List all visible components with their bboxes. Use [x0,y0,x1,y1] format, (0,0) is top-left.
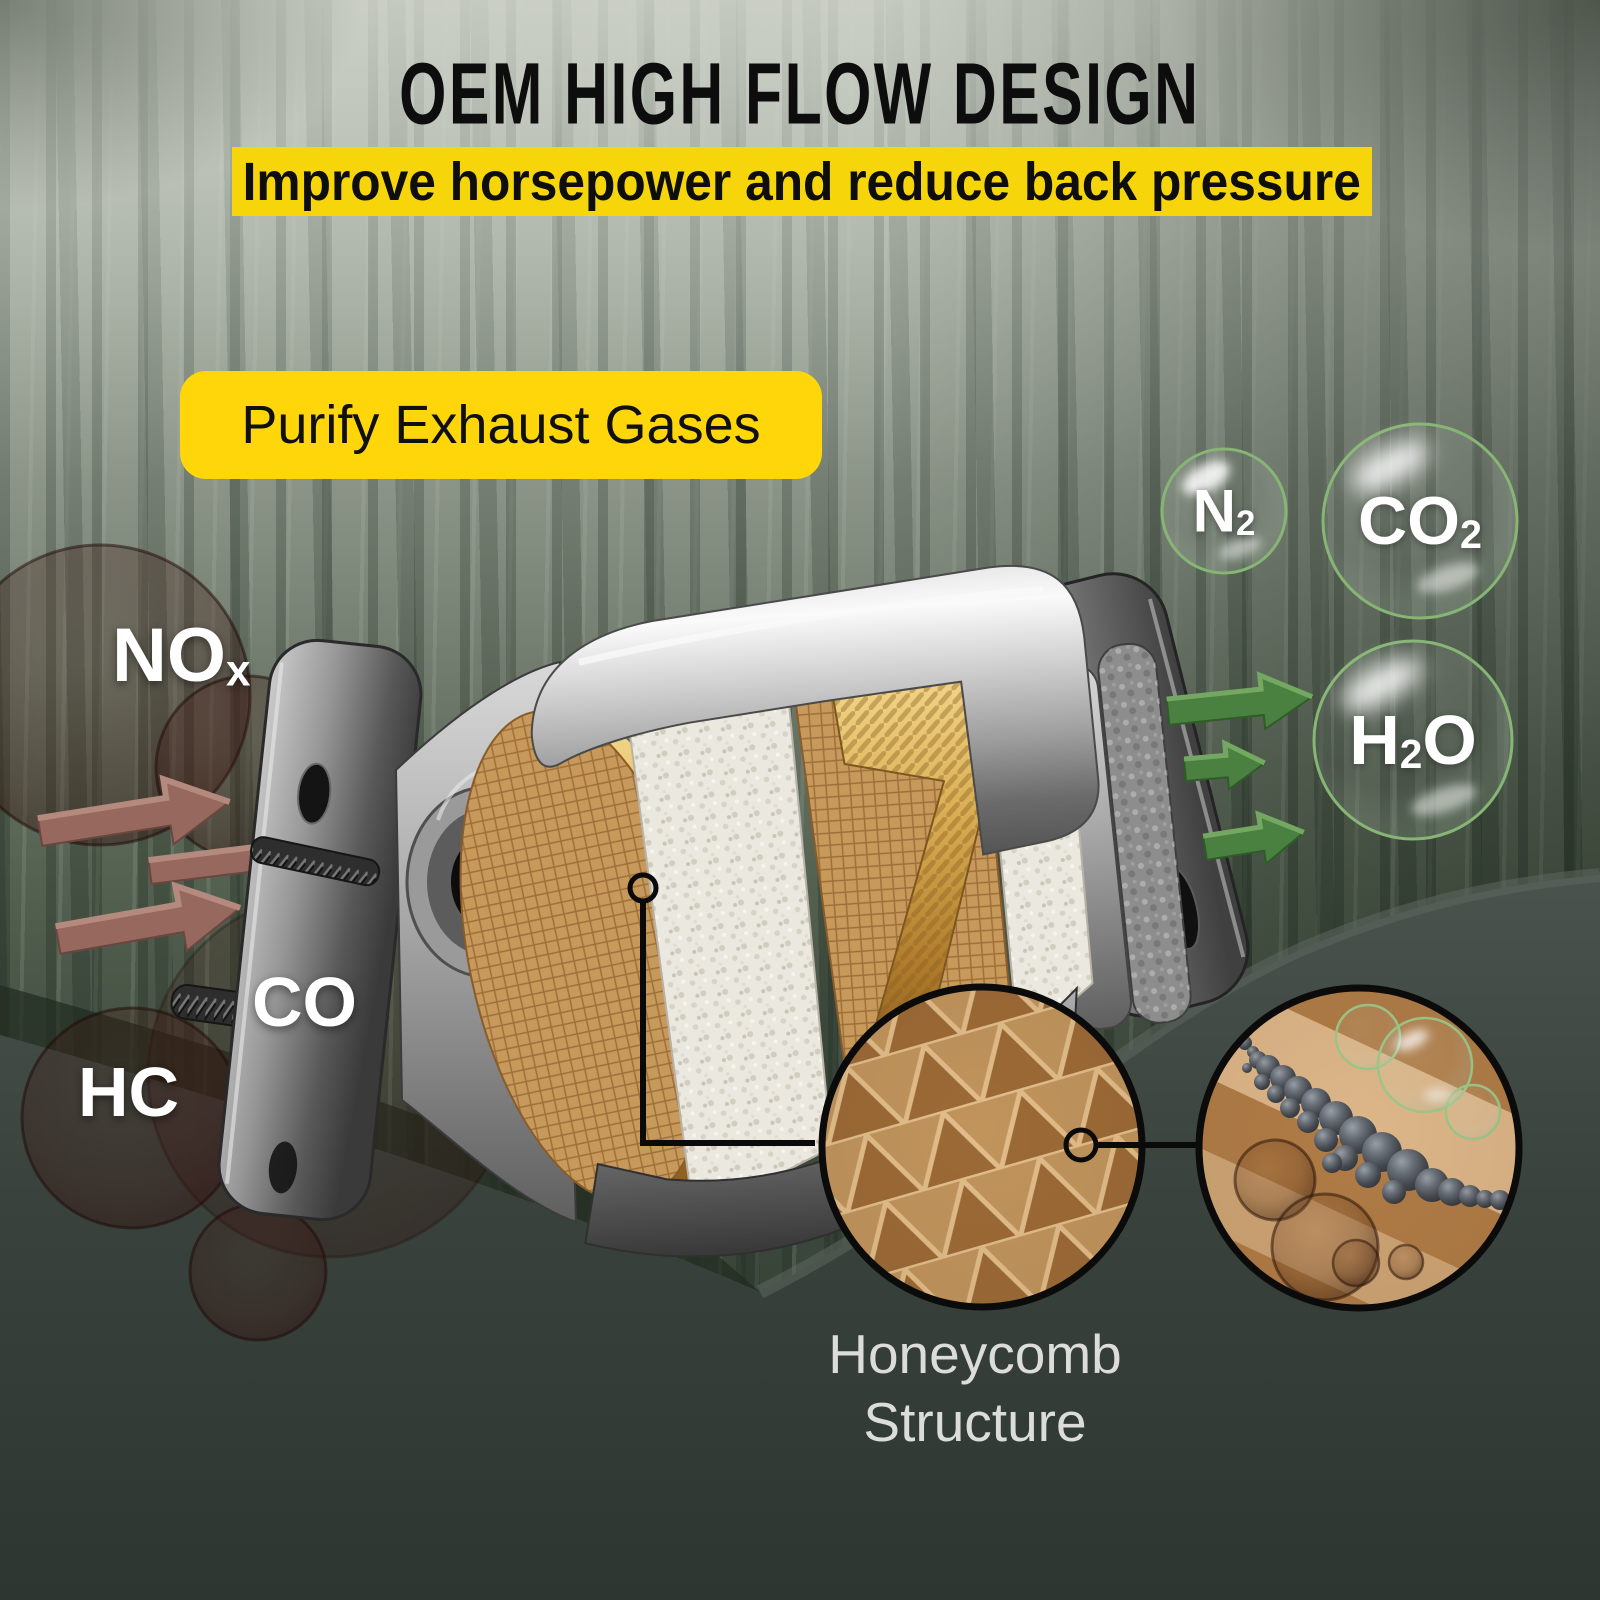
shell-bottom [584,985,1078,1258]
co2-bubble [1321,422,1519,620]
subtitle-banner: Improve horsepower and reduce back press… [232,147,1372,216]
label-co: CO [252,963,357,1041]
outlet-arrows [1165,671,1315,866]
label-hc: HC [78,1053,180,1131]
callout-leader [627,872,815,1146]
catalyst-zoom-circle [1195,984,1523,1312]
catalytic-converter [170,564,1250,1258]
label-co2: CO2 [1358,483,1482,559]
flange-bolt [250,836,381,887]
page-title: OEM HIGH FLOW DESIGN [399,45,1201,143]
caption-line-1: Honeycomb [828,1323,1122,1385]
clean-gas-bubbles [1160,422,1519,841]
caption-line-2: Structure [863,1391,1087,1453]
heat-shield [530,564,1100,856]
label-n2: N2 [1192,477,1256,545]
h2o-bubble [1312,639,1514,841]
honeycomb-caption: Honeycomb Structure [775,1320,1175,1456]
purify-badge: Purify Exhaust Gases [180,371,822,479]
inlet-flange [217,638,423,1222]
label-nox: NOx [112,613,251,698]
label-h2o: H2O [1349,701,1477,779]
converter-body [459,564,1100,1258]
n2-bubble [1160,447,1288,575]
circle-connector [1063,1127,1196,1163]
honeycomb-zoom-circle [818,983,1146,1311]
